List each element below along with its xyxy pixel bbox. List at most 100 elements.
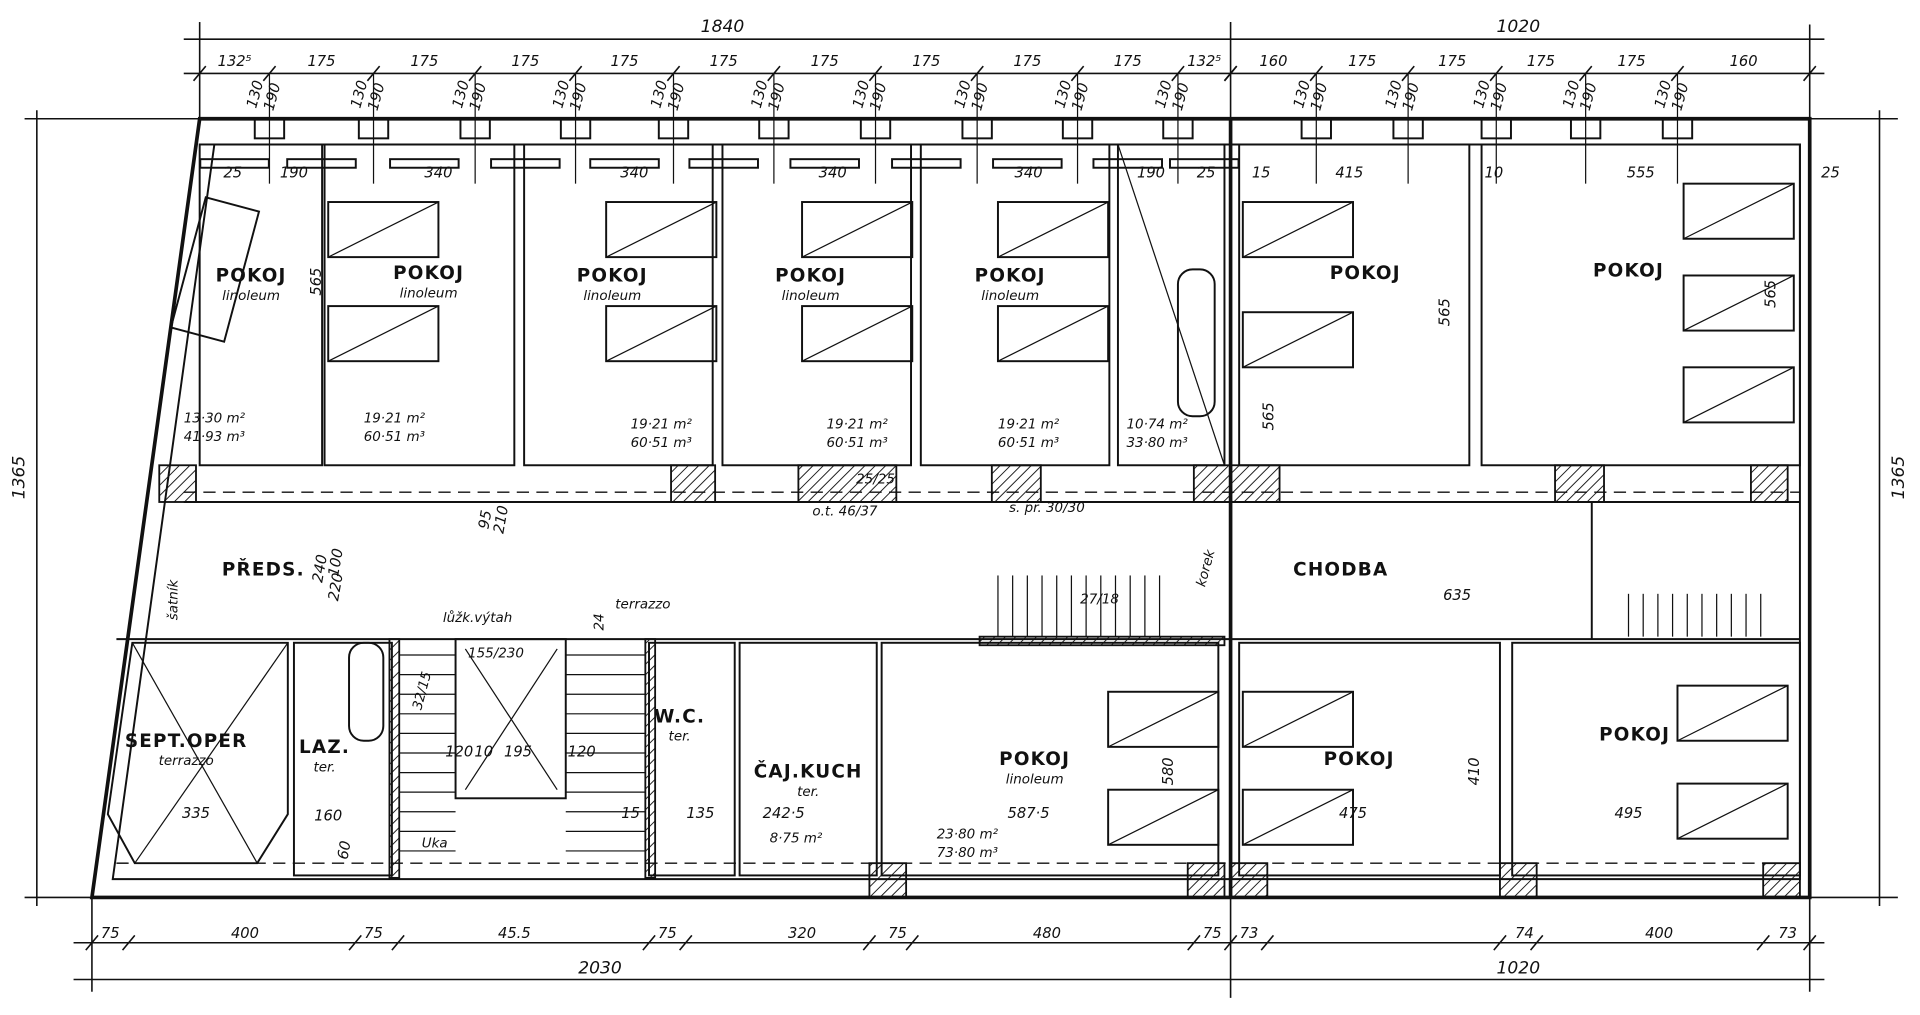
bed (1241, 311, 1355, 369)
dim-tick (391, 934, 405, 951)
room-label: POKOJ (577, 266, 648, 287)
room-floor: linoleum (222, 289, 280, 304)
room-floor: ter. (797, 785, 819, 800)
bed (605, 201, 718, 259)
inner-dim: 340 (424, 165, 452, 182)
room-label: ČAJ.KUCH (754, 760, 863, 782)
radiator (688, 158, 759, 169)
bed (327, 201, 440, 259)
bed-cover-line (1242, 691, 1354, 748)
window-pier (1392, 117, 1424, 140)
annotation: korek (1194, 547, 1219, 588)
bed-cover-line (1683, 183, 1795, 240)
room-label: POKOJ (1593, 261, 1664, 282)
room-label: POKOJ (1330, 263, 1401, 284)
partitions (116, 143, 1801, 879)
bathtub (1176, 268, 1216, 418)
annotation: 155/230 (468, 646, 524, 661)
sept-oper-cross (106, 144, 1800, 865)
bed-cover-line (327, 305, 439, 362)
window-dim: 190 (365, 81, 389, 112)
dim-bottom: 75 (364, 925, 383, 942)
annotation: lůžk.výtah (443, 610, 512, 626)
window-dim: 130 (1052, 79, 1076, 110)
bed-cover-line (1683, 274, 1795, 332)
bed-cover-line (327, 201, 439, 258)
inner-dim: 190 (1137, 165, 1165, 182)
room-volume: 60·51 m³ (827, 436, 888, 451)
window-dim: 190 (1307, 81, 1331, 112)
window-dim: 190 (1487, 81, 1511, 112)
room-label: POKOJ (775, 266, 846, 287)
window-pier (357, 117, 390, 140)
bed (996, 201, 1110, 259)
dim-bottom: 45.5 (498, 925, 531, 942)
dim-tick (1493, 934, 1507, 951)
staircase (348, 268, 1762, 852)
bed (1241, 201, 1355, 259)
dim-top-bay: 175 (611, 53, 639, 70)
dim-bottom: 75 (101, 925, 120, 942)
bed (1682, 274, 1795, 332)
window-dim: 190 (1577, 81, 1601, 112)
dim-bottom: 480 (1033, 925, 1061, 942)
inner-dim: 100 (325, 547, 347, 578)
bed (1682, 366, 1795, 424)
annotation: s. pr. 30/30 (1009, 501, 1085, 516)
dim-tick (1802, 65, 1817, 82)
window-pier (758, 117, 790, 140)
room-floor: ter. (313, 760, 335, 775)
inner-dim: 190 (280, 165, 308, 182)
annotation: Uka (422, 836, 448, 851)
bed (1241, 690, 1355, 748)
annotation: 25/25 (856, 473, 895, 488)
dim-tick (1223, 65, 1238, 82)
inner-dim: 475 (1339, 805, 1367, 822)
dim-bottom: 74 (1515, 925, 1534, 942)
dim-tick (679, 934, 693, 951)
inner-dim: 25 (1197, 165, 1216, 182)
bed-cover-line (1242, 201, 1354, 258)
window-dim: 190 (1399, 81, 1423, 112)
room-floor: terrazzo (159, 754, 214, 769)
room-label: POKOJ (1599, 725, 1670, 746)
dim-top-bay: 175 (1618, 53, 1646, 70)
inner-dim: 565 (1762, 280, 1779, 308)
dim-top-bay: 132⁵ (1187, 53, 1221, 70)
radiator (789, 158, 860, 169)
dim-top-bay: 175 (307, 53, 335, 70)
dim-top-bay: 175 (811, 53, 839, 70)
room-label: SEPT.OPER (125, 731, 248, 752)
inner-dim: 340 (819, 165, 847, 182)
dim-top-bay: 175 (1438, 53, 1466, 70)
window-dim: 190 (665, 81, 689, 112)
dim-top-bay: 160 (1730, 53, 1758, 70)
dim-bottom: 73 (1778, 925, 1797, 942)
dimension-ticks (85, 65, 1817, 951)
dim-bottom: 75 (888, 925, 907, 942)
window-dim: 190 (968, 81, 992, 112)
annotation: 32/15 (411, 670, 436, 711)
inner-dim: 25 (1821, 165, 1840, 182)
room-volume: 41·93 m³ (184, 430, 245, 445)
room-area: 19·21 m² (827, 418, 889, 433)
inner-dim: 635 (1443, 587, 1471, 604)
annotation: o.t. 46/37 (812, 504, 878, 519)
inner-dim: 210 (491, 504, 513, 535)
dim-right-height: 1365 (1889, 456, 1909, 500)
inner-dim: 25 (223, 165, 242, 182)
window-dim: 190 (261, 81, 285, 112)
inner-dim: 10 (474, 744, 493, 761)
room-area: 19·21 m² (998, 418, 1060, 433)
dim-top-bay: 175 (511, 53, 539, 70)
dim-bottom: 75 (1203, 925, 1222, 942)
annotation: 27/18 (1080, 593, 1119, 608)
radiator (389, 158, 460, 169)
dim-tick (642, 934, 656, 951)
inner-dim: 415 (1335, 165, 1363, 182)
window-pier (1480, 117, 1512, 140)
inner-dim: 580 (1160, 757, 1177, 785)
bed-cover-line (997, 201, 1109, 258)
room-area: 23·80 m² (937, 828, 999, 843)
